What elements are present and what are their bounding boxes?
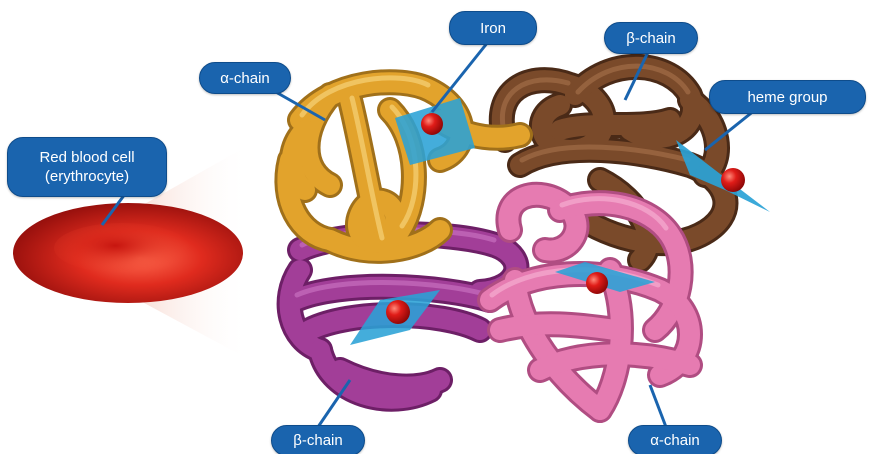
iron-atom-brown xyxy=(721,168,745,192)
red-blood-cell-label: Red blood cell (erythrocyte) xyxy=(7,137,167,197)
beta-chain-top-label: β-chain xyxy=(604,22,698,54)
red-blood-cell xyxy=(13,203,243,303)
alpha-chain-gold xyxy=(287,78,520,251)
iron-label: Iron xyxy=(449,11,537,45)
beta-chain-bottom-label: β-chain xyxy=(271,425,365,454)
iron-atom-pink xyxy=(586,272,608,294)
alpha-chain-top-label: α-chain xyxy=(199,62,291,94)
iron-atom-purple xyxy=(386,300,410,324)
leader-alpha-bottom xyxy=(650,385,666,427)
iron-atom-gold xyxy=(421,113,443,135)
heme-group-label: heme group xyxy=(709,80,866,114)
red-blood-cell-dimple xyxy=(54,223,190,273)
alpha-chain-bottom-label: α-chain xyxy=(628,425,722,454)
